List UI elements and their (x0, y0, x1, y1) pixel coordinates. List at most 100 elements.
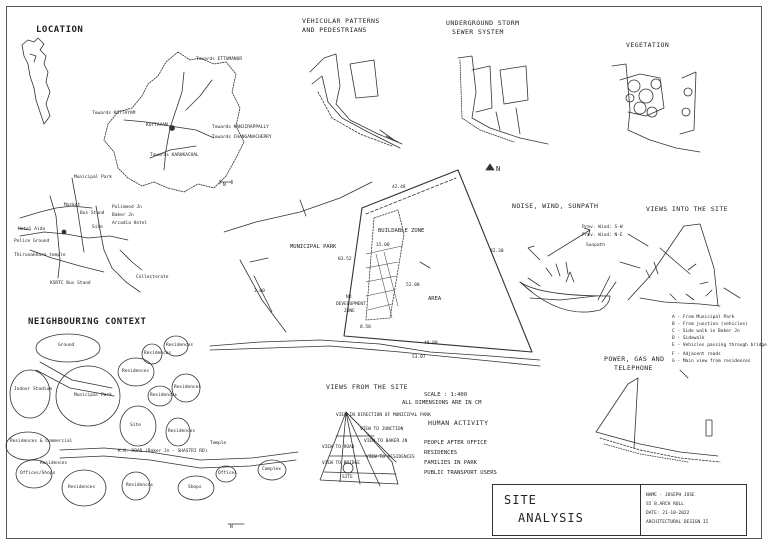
nb-label-13: Residences (68, 485, 96, 490)
vf-label-6: VIEW TO BRIDGE (322, 461, 360, 466)
nb-north: N (230, 525, 233, 530)
heading-noise: NOISE, WIND, SUNPATH (512, 202, 599, 210)
title-divider (640, 484, 641, 536)
human-item-1: PEOPLE AFTER OFFICE (424, 440, 487, 446)
vehicular-sketch (309, 53, 403, 149)
road-map (17, 177, 143, 293)
site-buildable-zone: BUILDABLE ZONE (378, 228, 425, 234)
nb-label-8: Site (130, 423, 141, 428)
sunpath-sketch (519, 227, 617, 313)
title-block (492, 484, 747, 536)
views-into-legend-2: B - From junction (vehicles) (672, 322, 748, 327)
heading-storm-1: UNDERGROUND STORM (446, 19, 520, 27)
road-label-8: Police Ground (14, 239, 50, 244)
nb-label-16: Offices (218, 471, 237, 476)
sun-label-2: Prev. Wind: N-E (582, 233, 623, 238)
vf-label-5: VIEW TO RESIDENCES (366, 455, 415, 460)
heading-views-into: VIEWS INTO THE SITE (646, 205, 728, 213)
nb-label-14: Residences (126, 483, 154, 488)
views-into-legend-7: G - Main view from residences (672, 359, 751, 364)
site-dim-4: 53.07 (412, 355, 426, 360)
nb-label-18: Temple (210, 441, 227, 446)
loc-label-2: Towards KOTTAYAM (92, 111, 136, 116)
road-label-9: Hotel Aida (18, 227, 46, 232)
nb-label-9: Residences (174, 385, 202, 390)
storm-sketch (457, 55, 549, 145)
vf-label-1: VIEW IN DIRECTION OF MUNICIPAL PARK (336, 413, 431, 418)
site-municipal-park: MUNICIPAL PARK (290, 244, 337, 250)
loc-north: N (223, 183, 226, 188)
nb-label-17: Complex (262, 467, 281, 472)
site-plan (209, 169, 541, 367)
road-label-1: Municipal Park (74, 175, 112, 180)
nb-label-1: Ground (58, 343, 75, 348)
drawing-sheet (6, 6, 762, 539)
site-dim-1: 42.48 (392, 185, 406, 190)
human-item-3: FAMILIES IN PARK (424, 460, 477, 466)
road-label-4: Bus Stand (80, 211, 105, 216)
site-no-dev-1: NO (346, 295, 352, 300)
site-dim-3: 82.30 (490, 249, 504, 254)
site-no-dev-2: DEVELOPMENT (336, 302, 366, 307)
heading-vehicular-1: VEHICULAR PATTERNS (302, 17, 380, 25)
sun-label-1: Prev. Wind: S-W (582, 225, 623, 230)
views-into-sketch (619, 223, 741, 307)
views-into-legend-4: D - Sidewalk (672, 336, 705, 341)
title-info-4: ARCHITECTURAL DESIGN II (646, 520, 709, 525)
loc-label-1: Towards ETTUMANUR (196, 57, 243, 62)
kottayam-roads (123, 71, 233, 185)
site-dim-7: 8.50 (360, 325, 371, 330)
views-into-legend-5: E - Vehicles passing through bridge (672, 343, 767, 348)
site-north: N (496, 165, 501, 173)
heading-storm-2: SEWER SYSTEM (452, 28, 504, 36)
site-dim-5: 15.00 (376, 243, 390, 248)
nb-label-2: Indoor Stadium (14, 387, 52, 392)
kerala-outline (21, 37, 51, 125)
vf-label-4: VIEW TO ROAD (322, 445, 355, 450)
views-from-sketch (319, 411, 399, 487)
heading-power-2: TELEPHONE (614, 364, 653, 372)
road-label-11: Baker Jn (112, 213, 134, 218)
site-dim-9: 40.00 (424, 341, 438, 346)
site-dim-2: 83.52 (338, 257, 352, 262)
views-into-legend-3: C - Side walk in Baker Jn (672, 329, 740, 334)
loc-label-4: Towards KANJIRAPPALLY (212, 125, 269, 130)
title-info-1: NAME - JOSEPH JOSE (646, 493, 695, 498)
human-item-4: PUBLIC TRANSPORT USERS (424, 470, 497, 476)
nb-label-10: Residences (168, 429, 196, 434)
nb-label-11: Residences & Commercial (10, 439, 73, 444)
title-info-3: DATE: 21-10-2022 (646, 511, 690, 516)
vf-label-3: VIEW TO BAKER JN (364, 439, 408, 444)
nb-label-5: Residences (144, 351, 172, 356)
road-label-5: KSRTC Bus Stand (50, 281, 91, 286)
road-label-3: Market (64, 203, 81, 208)
nb-label-19: Residences (40, 461, 68, 466)
site-no-dev-3: ZONE (344, 309, 355, 314)
loc-label-3: KOTTAYAM (146, 123, 168, 128)
site-dim-8: 3.00 (254, 289, 265, 294)
heading-power-1: POWER, GAS AND (604, 355, 665, 363)
views-into-legend-6: F - Adjacent roads (672, 352, 721, 357)
heading-neighbouring: NEIGHBOURING CONTEXT (28, 317, 147, 327)
vegetation-sketch (611, 63, 701, 153)
north-arrow-center (485, 163, 495, 171)
loc-label-5: Towards CHANGANACHERRY (212, 135, 272, 140)
heading-location: LOCATION (36, 25, 84, 35)
title-line-1: SITE (504, 493, 537, 507)
nb-road: K.K. ROAD (Baker Jn - SHASTRI RD) (118, 449, 208, 454)
nb-label-15: Shops (188, 485, 202, 490)
site-scale-2: ALL DIMENSIONS ARE IN CM (402, 400, 482, 406)
heading-human: HUMAN ACTIVITY (428, 419, 489, 427)
power-sketch (595, 369, 721, 463)
views-into-legend-1: A - From Municipal Park (672, 315, 735, 320)
heading-views-from: VIEWS FROM THE SITE (326, 383, 408, 391)
title-info-2: S5 B.ARCH ROLL (646, 502, 684, 507)
kottayam-map (103, 51, 245, 193)
nb-label-12: Offices/Shops (20, 471, 56, 476)
vf-label-2: VIEW TO JUNCTION (360, 427, 404, 432)
road-label-7: Thirunakkara temple (14, 253, 66, 258)
heading-vegetation: VEGETATION (626, 41, 670, 49)
road-label-12: Arcadia Hotel (112, 221, 148, 226)
nb-label-6: Residences (166, 343, 194, 348)
